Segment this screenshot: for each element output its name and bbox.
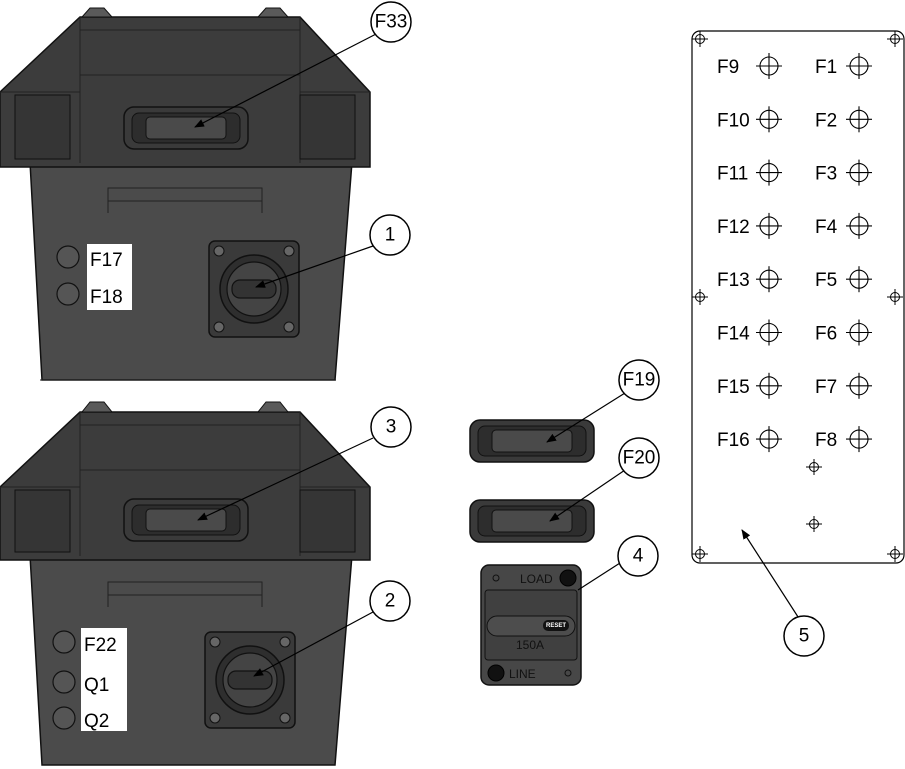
fuse-slot-label: F16: [717, 430, 750, 451]
breaker-rating-label: 150A: [516, 638, 544, 652]
hole-f18: [56, 282, 80, 306]
fuse-slot-label: F12: [717, 217, 750, 238]
fuse-slot-label: F2: [815, 110, 837, 131]
callout-4-text: 4: [633, 546, 644, 567]
fuse-slot-f14: F14: [717, 318, 783, 347]
breaker-reset-label: RESET: [546, 623, 566, 629]
label-q1: Q1: [84, 675, 109, 696]
fuse-slot-label: F8: [815, 430, 837, 451]
fuse-slot-f7: F7: [815, 372, 873, 400]
fuse-slot-f12: F12: [717, 212, 783, 240]
fuse-slot-label: F1: [815, 57, 837, 78]
callout-4: 4: [617, 535, 659, 577]
fuse-slot-f13: F13: [717, 265, 783, 293]
callout-5: 5: [783, 615, 825, 657]
fuse-slot-label: F11: [717, 164, 748, 185]
circuit-breaker: RESET LOAD LINE 150A: [480, 564, 582, 686]
fuse-slot-f16: F16: [717, 425, 783, 453]
callout-f19: F19: [618, 359, 660, 401]
label-f18: F18: [90, 287, 123, 308]
fuse-slot-f3: F3: [815, 159, 873, 187]
fuse-slot-label: F9: [717, 57, 739, 78]
fuse-slot-f9: F9: [717, 52, 783, 80]
fuse-slot-label: F4: [815, 217, 838, 238]
fuse-slot-f11: F11: [717, 159, 783, 187]
hole-q1: [52, 670, 76, 694]
label-q2: Q2: [84, 711, 109, 732]
callout-f33-text: F33: [375, 12, 408, 33]
upper-lid-tab-right: [256, 7, 290, 18]
fuse-slot-label: F10: [717, 110, 750, 131]
lower-lid-tab-right: [256, 401, 290, 413]
lower-battery-box: F22 Q1 Q2: [0, 401, 371, 766]
upper-box-body: [29, 161, 353, 381]
leader-lines: [194, 31, 801, 677]
fuse-slot-label: F14: [717, 324, 750, 345]
fuse-slot-f4: F4: [815, 212, 873, 240]
fuse-holder-f20: [469, 499, 595, 543]
fuse-holder-f33: [123, 106, 249, 150]
breaker-load-label: LOAD: [520, 572, 553, 586]
callout-5-text: 5: [799, 626, 810, 647]
callout-3: 3: [370, 406, 412, 448]
fuse-slot-f5: F5: [815, 265, 873, 293]
battery-switch-1: [208, 240, 300, 338]
fuse-slot-label: F3: [815, 164, 837, 185]
upper-lid-tab-left: [80, 7, 114, 18]
fuse-slot-f2: F2: [815, 105, 873, 133]
breaker-line-label: LINE: [509, 667, 536, 681]
callout-f19-text: F19: [623, 370, 656, 391]
callout-2: 2: [369, 580, 411, 622]
fuse-slot-f15: F15: [717, 372, 783, 400]
hole-q2: [52, 706, 76, 730]
callout-f20: F20: [618, 437, 660, 479]
label-f17: F17: [90, 250, 123, 271]
callout-1: 1: [369, 214, 411, 256]
fuse-slot-f10: F10: [717, 105, 783, 133]
fuse-slot-label: F13: [717, 270, 750, 291]
fuse-slot-label: F15: [717, 377, 750, 398]
fuse-holder-f19: [469, 419, 595, 463]
callout-f33: F33: [370, 1, 412, 43]
callout-3-text: 3: [386, 417, 397, 438]
hole-f17: [56, 245, 80, 269]
fuse-slot-label: F7: [815, 377, 837, 398]
lower-box-body: [29, 554, 353, 766]
battery-switch-2: [204, 631, 296, 729]
fuse-slot-label: F6: [815, 324, 837, 345]
fuse-slot-f6: F6: [815, 318, 873, 347]
fuse-slot-f8: F8: [815, 425, 873, 453]
fuse-slot-f1: F1: [815, 52, 873, 80]
callout-1-text: 1: [385, 225, 396, 246]
upper-battery-box: F17 F18: [0, 7, 371, 381]
label-f22: F22: [84, 635, 117, 656]
lower-lid-tab-left: [80, 401, 114, 413]
fuse-slot-label: F5: [815, 270, 837, 291]
callout-2-text: 2: [385, 591, 396, 612]
hole-f22: [52, 630, 76, 654]
callout-f20-text: F20: [623, 448, 656, 469]
